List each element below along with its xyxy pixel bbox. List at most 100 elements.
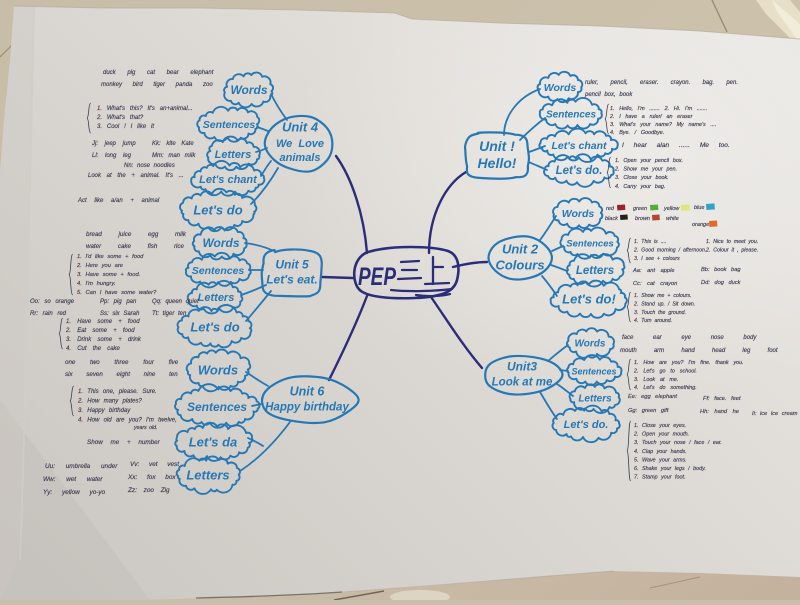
svg-text:Let's do: Let's do (190, 319, 239, 334)
svg-text:Yy: yellow yo-yo: Yy: yellow yo-yo (43, 489, 106, 496)
svg-text:Hello!: Hello! (478, 155, 517, 171)
svg-text:Nn: nose noodles: Nn: nose noodles (124, 163, 175, 169)
svg-text:PEP: PEP (358, 263, 396, 291)
svg-text:4. I'm hungry.: 4. I'm hungry. (77, 281, 116, 287)
svg-text:Words: Words (562, 208, 595, 220)
svg-text:3. Happy birthday: 3. Happy birthday (78, 408, 131, 414)
svg-text:Ss: six Sarah: Ss: six Sarah (100, 311, 140, 317)
svg-text:4. Let's do something.: 4. Let's do something. (634, 385, 697, 391)
svg-text:5. Wave your arms.: 5. Wave your arms. (634, 457, 687, 463)
svg-text:Let's do!: Let's do! (562, 291, 616, 306)
svg-text:2. What's that?: 2. What's that? (96, 115, 144, 121)
svg-text:1. How are you? I'm fine.: 1. How are you? I'm fine. thank you. (634, 360, 744, 366)
svg-text:Ll: long leg: Ll: long leg (92, 153, 132, 159)
svg-text:six seven eight n: six seven eight nine ten (65, 371, 178, 378)
svg-text:2. Good morning / afternoon.: 2. Good morning / afternoon. (633, 248, 706, 254)
svg-text:2. How many plates?: 2. How many plates? (77, 399, 143, 405)
svg-text:3. Touch your nose / face /: 3. Touch your nose / face / ear. (634, 440, 722, 446)
svg-text:Ff: face. feet: Ff: face. feet (703, 396, 741, 402)
svg-text:5. Can I have some water?: 5. Can I have some water? (77, 290, 157, 296)
svg-text:I hear alan ...... Me t: I hear alan ...... Me too. (622, 142, 730, 149)
svg-text:mouth arm hand head: mouth arm hand head leg foot (620, 348, 778, 354)
svg-text:2. Here you are: 2. Here you are (76, 263, 124, 269)
svg-text:Unit 6: Unit 6 (290, 385, 326, 399)
svg-text:Let's chant: Let's chant (551, 140, 607, 152)
svg-text:Unit !: Unit ! (479, 138, 515, 154)
svg-text:7. Stamp your foot.: 7. Stamp your foot. (634, 475, 686, 481)
svg-text:orange: orange (692, 222, 709, 228)
svg-text:Unit 5: Unit 5 (275, 258, 309, 272)
svg-text:Unit 4: Unit 4 (282, 119, 319, 134)
svg-text:2. Open your mouth.: 2. Open your mouth. (633, 432, 689, 438)
svg-text:1. Show me + colours.: 1. Show me + colours. (634, 293, 691, 299)
svg-text:brown: brown (635, 216, 650, 222)
svg-text:Cc: cat crayon: Cc: cat crayon (633, 281, 677, 287)
svg-text:1. Hello, I'm ....... 2. H: 1. Hello, I'm ....... 2. Hi. I'm ....... (610, 106, 707, 112)
svg-text:Colours: Colours (495, 257, 544, 272)
svg-text:Let's do.: Let's do. (564, 419, 609, 431)
svg-text:Let's da: Let's da (189, 434, 238, 449)
svg-text:2. Let's go to school.: 2. Let's go to school. (633, 368, 697, 374)
svg-text:Kk: kite Kate: Kk: kite Kate (152, 141, 194, 147)
svg-text:Words: Words (544, 82, 577, 94)
svg-text:Bb: book bag: Bb: book bag (701, 267, 741, 273)
svg-text:4. Bye. / Goodbye.: 4. Bye. / Goodbye. (610, 130, 664, 136)
svg-text:1. Close your eyes.: 1. Close your eyes. (634, 423, 686, 429)
svg-text:green: green (633, 206, 647, 212)
svg-text:Happy birthday: Happy birthday (265, 401, 349, 413)
svg-text:yellow: yellow (663, 206, 680, 212)
svg-text:Letters: Letters (576, 265, 614, 277)
svg-text:Tt: tiger ten: Tt: tiger ten (152, 311, 187, 317)
svg-text:duck pig cat bear elep: duck pig cat bear elephant (103, 70, 214, 76)
svg-text:Pp: pig pan: Pp: pig pan (100, 299, 137, 305)
svg-text:Letters: Letters (198, 292, 235, 304)
svg-text:1. Nice to meet you.: 1. Nice to meet you. (706, 239, 758, 245)
svg-text:1. Have some + food: 1. Have some + food (66, 319, 140, 325)
svg-text:Sentences: Sentences (566, 239, 614, 250)
svg-text:Show me + number: Show me + number (87, 439, 161, 446)
svg-text:Ww: wet water: Ww: wet water (43, 476, 103, 483)
svg-text:3. I see + colours: 3. I see + colours (634, 256, 680, 262)
svg-text:ruler, pencil, eraser. crayo: ruler, pencil, eraser. crayon. bag. pen. (585, 80, 738, 86)
svg-text:Xx: fox box: Xx: fox box (127, 474, 176, 481)
svg-text:Qq: queen quiet: Qq: queen quiet (152, 299, 199, 305)
svg-text:Act like a/an + animal: Act like a/an + animal (77, 198, 160, 204)
svg-text:Let's eat.: Let's eat. (266, 273, 318, 287)
svg-text:2. I have a ruler/ an eraser: 2. I have a ruler/ an eraser (609, 114, 693, 120)
svg-text:Unit3: Unit3 (507, 360, 537, 374)
svg-text:2. Eat some + food: 2. Eat some + food (65, 328, 135, 334)
svg-text:Oo: so orange: Oo: so orange (30, 299, 75, 305)
svg-text:2. Show me your pen.: 2. Show me your pen. (614, 167, 677, 173)
svg-text:3. Have some + food.: 3. Have some + food. (77, 272, 140, 278)
svg-text:1. This one, please. Sure.: 1. This one, please. Sure. (78, 389, 157, 395)
svg-text:Let's do.: Let's do. (556, 165, 603, 177)
svg-text:black: black (605, 216, 618, 222)
svg-text:face ear eye nos: face ear eye nose body (622, 335, 757, 341)
svg-text:Words: Words (198, 362, 238, 377)
svg-text:Let's chant: Let's chant (199, 174, 258, 186)
svg-text:3. Touch the ground.: 3. Touch the ground. (634, 310, 686, 316)
svg-text:Letters: Letters (215, 149, 252, 161)
svg-text:Vv: vet vest: Vv: vet vest (130, 461, 179, 468)
svg-text:Aa: ant apple: Aa: ant apple (632, 268, 675, 274)
svg-text:Sentences: Sentences (203, 119, 256, 131)
svg-text:1. I'd like some + food: 1. I'd like some + food (77, 254, 144, 260)
svg-text:Unit 2: Unit 2 (502, 241, 539, 256)
svg-text:Zz: zoo Zig: Zz: zoo Zig (127, 487, 170, 494)
svg-text:1. This is ....: 1. This is .... (634, 239, 666, 245)
svg-text:6. Shake your legs / body.: 6. Shake your legs / body. (634, 466, 706, 472)
svg-text:Sentences: Sentences (546, 110, 596, 121)
svg-text:4. Turn around.: 4. Turn around. (634, 318, 672, 324)
svg-text:red: red (606, 206, 615, 212)
svg-text:4. Carry your bag.: 4. Carry your bag. (615, 184, 665, 190)
svg-text:3. Close your book.: 3. Close your book. (615, 175, 669, 181)
svg-text:pencil box, book: pencil box, book (584, 92, 633, 98)
svg-text:4. Cut the cake: 4. Cut the cake (66, 346, 121, 352)
svg-text:Ee: egg elephant: Ee: egg elephant (628, 394, 677, 400)
svg-text:water cake fish rice: water cake fish rice (86, 243, 185, 250)
svg-text:Words: Words (230, 83, 267, 97)
svg-text:Jj: jeep jump: Jj: jeep jump (91, 141, 136, 147)
svg-text:3. Cool ! I like it: 3. Cool ! I like it (97, 124, 154, 130)
svg-text:one two three f: one two three four five (65, 359, 179, 366)
svg-text:Sentences: Sentences (187, 400, 247, 414)
